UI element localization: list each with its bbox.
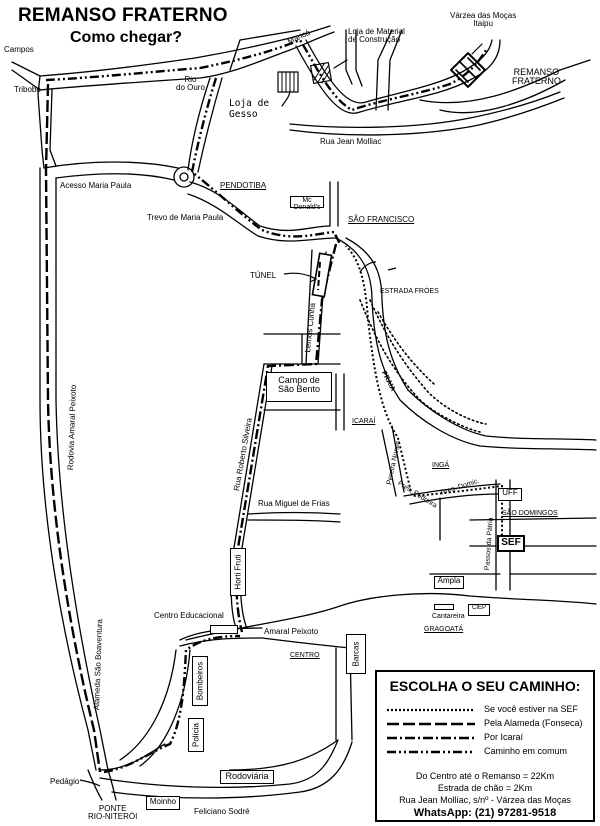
label-feliciano-sodre: Feliciano Sodré: [194, 807, 250, 816]
label-icarai: ICARAÍ: [352, 418, 376, 425]
policia-box: Polícia: [188, 718, 204, 752]
legend-title: ESCOLHA O SEU CAMINHO:: [389, 678, 581, 694]
road-rio-ouro-trevo-b: [197, 77, 223, 173]
road-jean-molliac-b: [289, 97, 565, 136]
route-common: [45, 38, 488, 112]
road-to-remanso-a: [295, 39, 501, 114]
horti-fruti-box: Horti Fruti: [230, 548, 246, 596]
sef-box: SEF: [497, 535, 525, 552]
centro-educacional-box: [210, 625, 238, 634]
label-sao-francisco: SÃO FRANCISCO: [348, 215, 415, 224]
legend-distance-dirt: Estrada de chão = 2Km: [437, 783, 533, 793]
road-ponte-b: [107, 769, 117, 801]
legend-item-label: Caminho em comum: [484, 746, 568, 756]
label-inga: INGÁ: [432, 462, 450, 469]
campo-sao-bento-box: Campo de São Bento: [266, 372, 332, 402]
legend-item-label: Pela Alameda (Fonseca): [484, 718, 583, 728]
legend-item-label: Se você estiver na SEF: [484, 704, 579, 714]
bombeiros-box: Bombeiros: [192, 656, 208, 706]
route-icarai: [234, 243, 338, 633]
tunel-shape: [311, 252, 333, 298]
route-common-centro: [103, 634, 241, 774]
loja-gesso-building: [277, 71, 299, 93]
road-left-branch-b: [49, 89, 57, 167]
label-tribobo: Tribobó: [14, 85, 41, 94]
legend-item-icarai: Por Icaraí: [387, 732, 592, 744]
rodoviaria-box: Rodoviária: [220, 770, 274, 784]
road-left-branch-a: [37, 75, 45, 169]
label-estrada-froes: ESTRADA FRÓES: [380, 288, 439, 295]
road-feliciano-a: [99, 739, 339, 789]
road-amaral-peixoto-b: [55, 177, 109, 771]
moinho-box: Moinho: [146, 796, 180, 810]
label-ponte-rio-niteroi: PONTE RIO-NITERÓI: [88, 804, 138, 822]
road-ponte-a: [87, 769, 103, 801]
label-amaral-peixoto: Amaral Peixoto: [264, 627, 319, 636]
legend-whatsapp: WhatsApp: (21) 97281-9518: [413, 807, 557, 819]
legend-item-sef: Se você estiver na SEF: [387, 704, 592, 716]
label-loja-material: Loja de Material de Construção: [348, 27, 405, 45]
mc-donalds-box: Mc Donald's: [290, 196, 324, 211]
label-rua-jean-molliac: Rua Jean Molliac: [320, 137, 382, 146]
road-centro-a: [179, 637, 351, 649]
label-trevo-maria-paula: Trevo de Maria Paula: [147, 213, 224, 222]
barcas-box: Barcas: [346, 634, 366, 674]
road-amaral-peixoto-a: [39, 167, 97, 771]
trevo-roundabout: [173, 166, 195, 188]
label-pendotiba: PENDOTIBA: [220, 181, 267, 190]
label-sao-domingos: SÃO DOMINGOS: [502, 510, 558, 517]
route-alameda: [44, 83, 102, 773]
legend-item-label: Por Icaraí: [484, 732, 524, 742]
legend-box: ESCOLHA O SEU CAMINHO: Se você estiver n…: [375, 670, 595, 822]
label-loja-gesso: Loja de Gesso: [229, 98, 270, 121]
label-centro: CENTRO: [290, 652, 320, 659]
ampla-box: Ampla: [434, 576, 464, 589]
ciep-box: CIEP: [468, 604, 490, 616]
legend-address: Rua Jean Molliac, s/nº - Várzea das Moça…: [399, 795, 571, 805]
legend-item-alameda: Pela Alameda (Fonseca): [387, 718, 592, 730]
legend-distance-total: Do Centro até o Remanso = 22Km: [415, 771, 555, 781]
road-top-highway-north: [11, 25, 331, 77]
road-pendotiba-a: [189, 181, 331, 232]
page-title: REMANSO FRATERNO: [18, 5, 228, 26]
uff-box: UFF: [498, 488, 522, 501]
road-rio-ouro-trevo-a: [187, 77, 211, 171]
label-rua-miguel-de-frias: Rua Miguel de Frias: [258, 499, 330, 508]
label-tunel: TÚNEL: [250, 271, 277, 280]
label-varzea: Várzea das Moças Itaipu: [450, 11, 517, 29]
label-gragoata: GRAGOATÁ: [424, 626, 464, 633]
label-campos: Campos: [4, 45, 34, 54]
road-jean-molliac-a: [289, 91, 561, 129]
road-centro-b: [185, 592, 597, 641]
cantareira-marker: [434, 604, 454, 610]
road-pendotiba-b: [187, 193, 337, 242]
label-acesso-maria-paula: Acesso Maria Paula: [60, 181, 132, 190]
road-top-highway-south: [11, 31, 335, 91]
road-acesso-maria-paula-b: [55, 173, 175, 181]
label-rio-do-ouro: Rio do Ouro: [176, 75, 205, 93]
label-pedagio: Pedágio: [50, 777, 80, 786]
legend-item-comum: Caminho em comum: [387, 746, 592, 758]
label-remanso: REMANSO FRATERNO: [512, 67, 561, 87]
label-cantareira: Cantareira: [432, 613, 465, 620]
route-common-trevo: [190, 77, 342, 245]
label-centro-educacional: Centro Educacional: [154, 611, 224, 620]
page-subtitle: Como chegar?: [70, 29, 183, 46]
road-acesso-maria-paula-a: [43, 161, 179, 169]
